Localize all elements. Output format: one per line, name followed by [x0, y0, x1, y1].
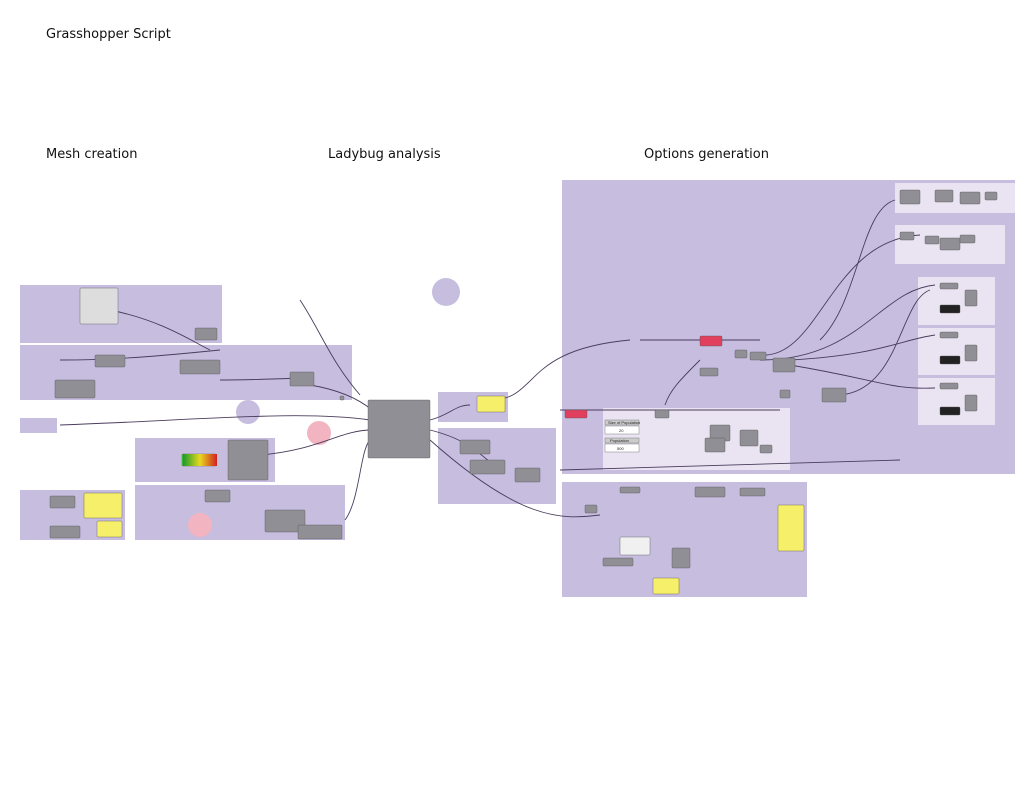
wire [789, 334, 936, 361]
component-node[interactable] [204, 489, 231, 503]
wire [59, 415, 371, 426]
group-circle [188, 513, 212, 537]
component-node[interactable] [959, 234, 976, 244]
component-node[interactable] [459, 439, 491, 455]
component-node[interactable] [939, 237, 961, 251]
wire [429, 439, 601, 518]
component-node[interactable] [739, 487, 766, 497]
wire [109, 309, 211, 351]
component-node[interactable] [959, 191, 981, 205]
component-node[interactable] [772, 357, 796, 373]
component-node[interactable] [83, 492, 123, 519]
component-node[interactable] [964, 394, 978, 412]
population-slider[interactable]: Population 500 [604, 437, 640, 453]
component-node[interactable] [79, 287, 119, 325]
component-node[interactable] [734, 349, 748, 359]
component-node[interactable] [54, 379, 96, 399]
component-node[interactable] [584, 504, 598, 514]
component-node[interactable] [49, 495, 76, 509]
component-node[interactable] [339, 395, 345, 401]
component-node[interactable] [671, 547, 691, 569]
component-node[interactable] [939, 282, 959, 290]
component-node[interactable] [476, 395, 506, 413]
wire [664, 359, 701, 406]
component-node[interactable] [49, 525, 81, 539]
component-node[interactable] [964, 289, 978, 307]
component-node[interactable] [779, 389, 791, 399]
component-node[interactable] [821, 387, 847, 403]
component-node[interactable] [939, 304, 961, 314]
wire [489, 339, 631, 401]
component-group [20, 418, 57, 433]
group-circle [136, 490, 166, 520]
component-node[interactable] [94, 354, 126, 368]
component-node[interactable] [939, 355, 961, 365]
group-circle [432, 278, 460, 306]
population-value: 500 [617, 446, 624, 451]
component-node[interactable] [289, 371, 315, 387]
component-node[interactable] [179, 359, 221, 375]
population-label: Population [610, 438, 629, 443]
wire [344, 439, 371, 521]
wire [789, 364, 936, 389]
population-size-value: 20 [619, 428, 624, 433]
group-circle [307, 421, 331, 445]
component-node[interactable] [939, 331, 959, 339]
component-node[interactable] [654, 409, 670, 419]
component-node[interactable] [619, 486, 641, 494]
group-circle [22, 515, 46, 539]
component-node[interactable] [469, 459, 506, 475]
component-node[interactable] [514, 467, 541, 483]
section-ladybug-analysis: Ladybug analysis [328, 147, 441, 162]
component-node[interactable] [699, 335, 723, 347]
component-node[interactable] [777, 504, 805, 552]
population-size-label: Size of Population [608, 420, 640, 425]
component-node[interactable] [749, 351, 767, 361]
population-size-slider[interactable]: Size of Population 20 [604, 419, 640, 435]
component-group [562, 482, 807, 597]
wire [59, 349, 221, 361]
component-node[interactable] [899, 231, 915, 241]
component-node[interactable] [899, 189, 921, 205]
component-node[interactable] [96, 520, 123, 538]
component-node[interactable] [934, 189, 954, 203]
wire [299, 299, 361, 396]
component-node[interactable] [619, 536, 651, 556]
component-node[interactable] [297, 524, 343, 540]
component-node[interactable] [759, 444, 773, 454]
component-node[interactable] [194, 327, 218, 341]
wire [559, 459, 901, 471]
component-node[interactable] [602, 557, 634, 567]
wire [819, 199, 896, 341]
component-group [20, 285, 222, 343]
color-gradient [183, 454, 217, 466]
component-node[interactable] [739, 429, 759, 447]
wire [429, 404, 471, 421]
component-node[interactable] [939, 406, 961, 416]
component-node[interactable] [367, 399, 431, 459]
wire [759, 284, 936, 361]
group-circle [236, 400, 260, 424]
wire [759, 234, 921, 356]
wire [259, 429, 373, 456]
page-title: Grasshopper Script [46, 27, 171, 42]
component-node[interactable] [704, 437, 726, 453]
component-node[interactable] [227, 439, 269, 481]
component-node[interactable] [694, 486, 726, 498]
component-node[interactable] [984, 191, 998, 201]
section-mesh-creation: Mesh creation [46, 147, 138, 162]
component-node[interactable] [652, 577, 680, 595]
section-options-generation: Options generation [644, 147, 769, 162]
wire [839, 289, 931, 396]
component-node[interactable] [564, 409, 588, 419]
component-node[interactable] [699, 367, 719, 377]
component-node[interactable] [939, 382, 959, 390]
component-node[interactable] [924, 235, 940, 245]
component-node[interactable] [964, 344, 978, 362]
component-node[interactable] [264, 509, 306, 533]
